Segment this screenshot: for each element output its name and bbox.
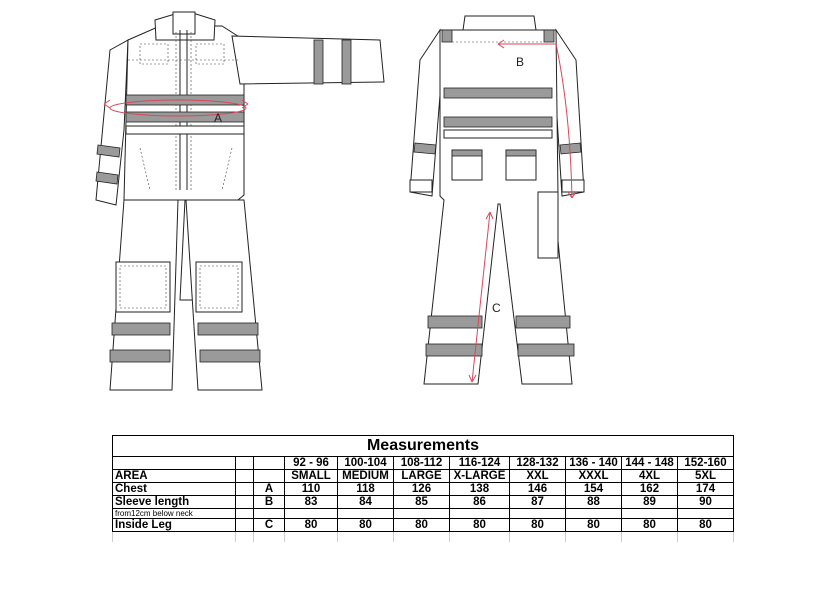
size-range: 108-112 [393,456,450,470]
coverall-technical-drawing: .o{fill:#fff;stroke:#222;stroke-width:1;… [95,11,585,391]
back-view: B C [409,15,585,385]
cell-value: 84 [337,495,394,509]
cell-value [393,508,450,519]
cell-value: 85 [393,495,450,509]
size-range: 152-160 [677,456,734,470]
cell-value: 90 [677,495,734,509]
measurements-table: Measurements 92 - 96 100-104 108-112 116… [112,435,734,542]
size-range: 128-132 [509,456,566,470]
size-label: SMALL [284,469,338,483]
cell-value [509,508,566,519]
size-label: LARGE [393,469,450,483]
front-view: A [95,11,385,391]
size-label: 4XL [621,469,678,483]
area-header: AREA [112,469,236,483]
row-area-note: from12cm below neck [112,508,236,519]
table-row: Chest A 110 118 126 138 146 154 162 174 [112,482,734,496]
table-row: Sleeve length B 83 84 85 86 87 88 89 90 [112,495,734,509]
cell-value: 89 [621,495,678,509]
cell-value: 80 [393,518,450,532]
row-code: B [253,495,285,509]
cell-value: 80 [284,518,338,532]
row-area: Inside Leg [112,518,236,532]
cell-value: 80 [565,518,622,532]
size-label: 5XL [677,469,734,483]
cell-value: 80 [677,518,734,532]
row-area: Sleeve length [112,495,236,509]
size-range: 116-124 [449,456,510,470]
size-label: X-LARGE [449,469,510,483]
cell-value: 126 [393,482,450,496]
cell-value: 80 [509,518,566,532]
table-row [112,531,734,542]
cell-value: 87 [509,495,566,509]
table-title: Measurements [112,435,734,457]
row-area: Chest [112,482,236,496]
size-range: 136 - 140 [565,456,622,470]
cell-value: 110 [284,482,338,496]
size-range: 92 - 96 [284,456,338,470]
cell-value [677,508,734,519]
cell-value: 80 [337,518,394,532]
label-a: A [214,111,222,125]
size-range: 100-104 [337,456,394,470]
size-label: MEDIUM [337,469,394,483]
label-b: B [516,55,524,69]
cell-value: 138 [449,482,510,496]
cell-value: 154 [565,482,622,496]
cell-value: 86 [449,495,510,509]
row-code [253,508,285,519]
cell-value [565,508,622,519]
cell-value [449,508,510,519]
row-code: A [253,482,285,496]
size-label: XXL [509,469,566,483]
row-code: C [253,518,285,532]
cell-value: 146 [509,482,566,496]
cell-value [621,508,678,519]
table-row: from12cm below neck [112,508,734,519]
cell-value: 174 [677,482,734,496]
cell-value: 88 [565,495,622,509]
cell-value: 80 [621,518,678,532]
cell-value: 83 [284,495,338,509]
table-row: Inside Leg C 80 80 80 80 80 80 80 80 [112,518,734,532]
cell-value: 118 [337,482,394,496]
cell-value: 162 [621,482,678,496]
cell-value [284,508,338,519]
cell-value: 80 [449,518,510,532]
label-c: C [492,301,501,315]
size-label: XXXL [565,469,622,483]
cell-value [337,508,394,519]
size-range: 144 - 148 [621,456,678,470]
